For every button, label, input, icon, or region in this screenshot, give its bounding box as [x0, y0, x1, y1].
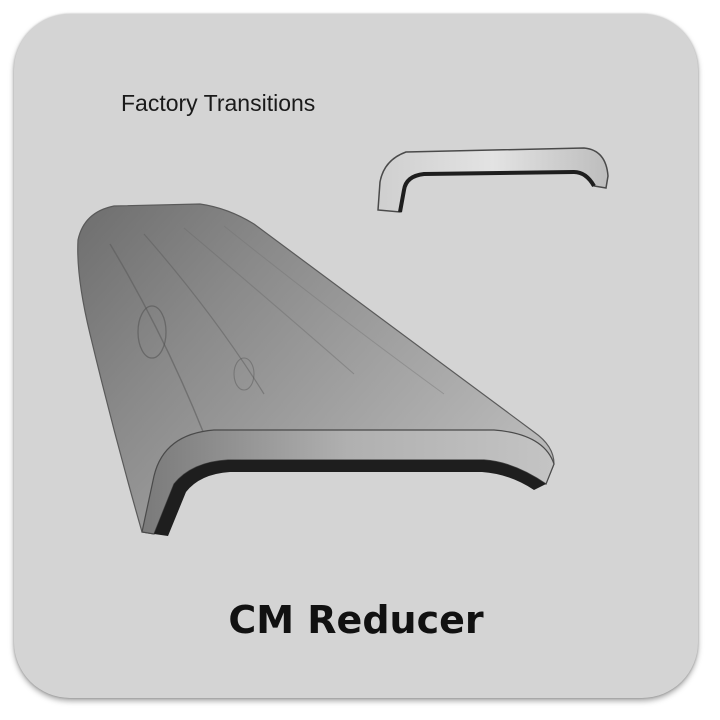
product-title: CM Reducer	[228, 598, 484, 642]
reducer-molding-icon	[77, 203, 555, 536]
category-label: Factory Transitions	[121, 90, 316, 116]
reducer-profile-icon	[377, 147, 609, 213]
product-illustration	[77, 147, 609, 536]
product-card: Factory Transitions	[14, 14, 698, 698]
